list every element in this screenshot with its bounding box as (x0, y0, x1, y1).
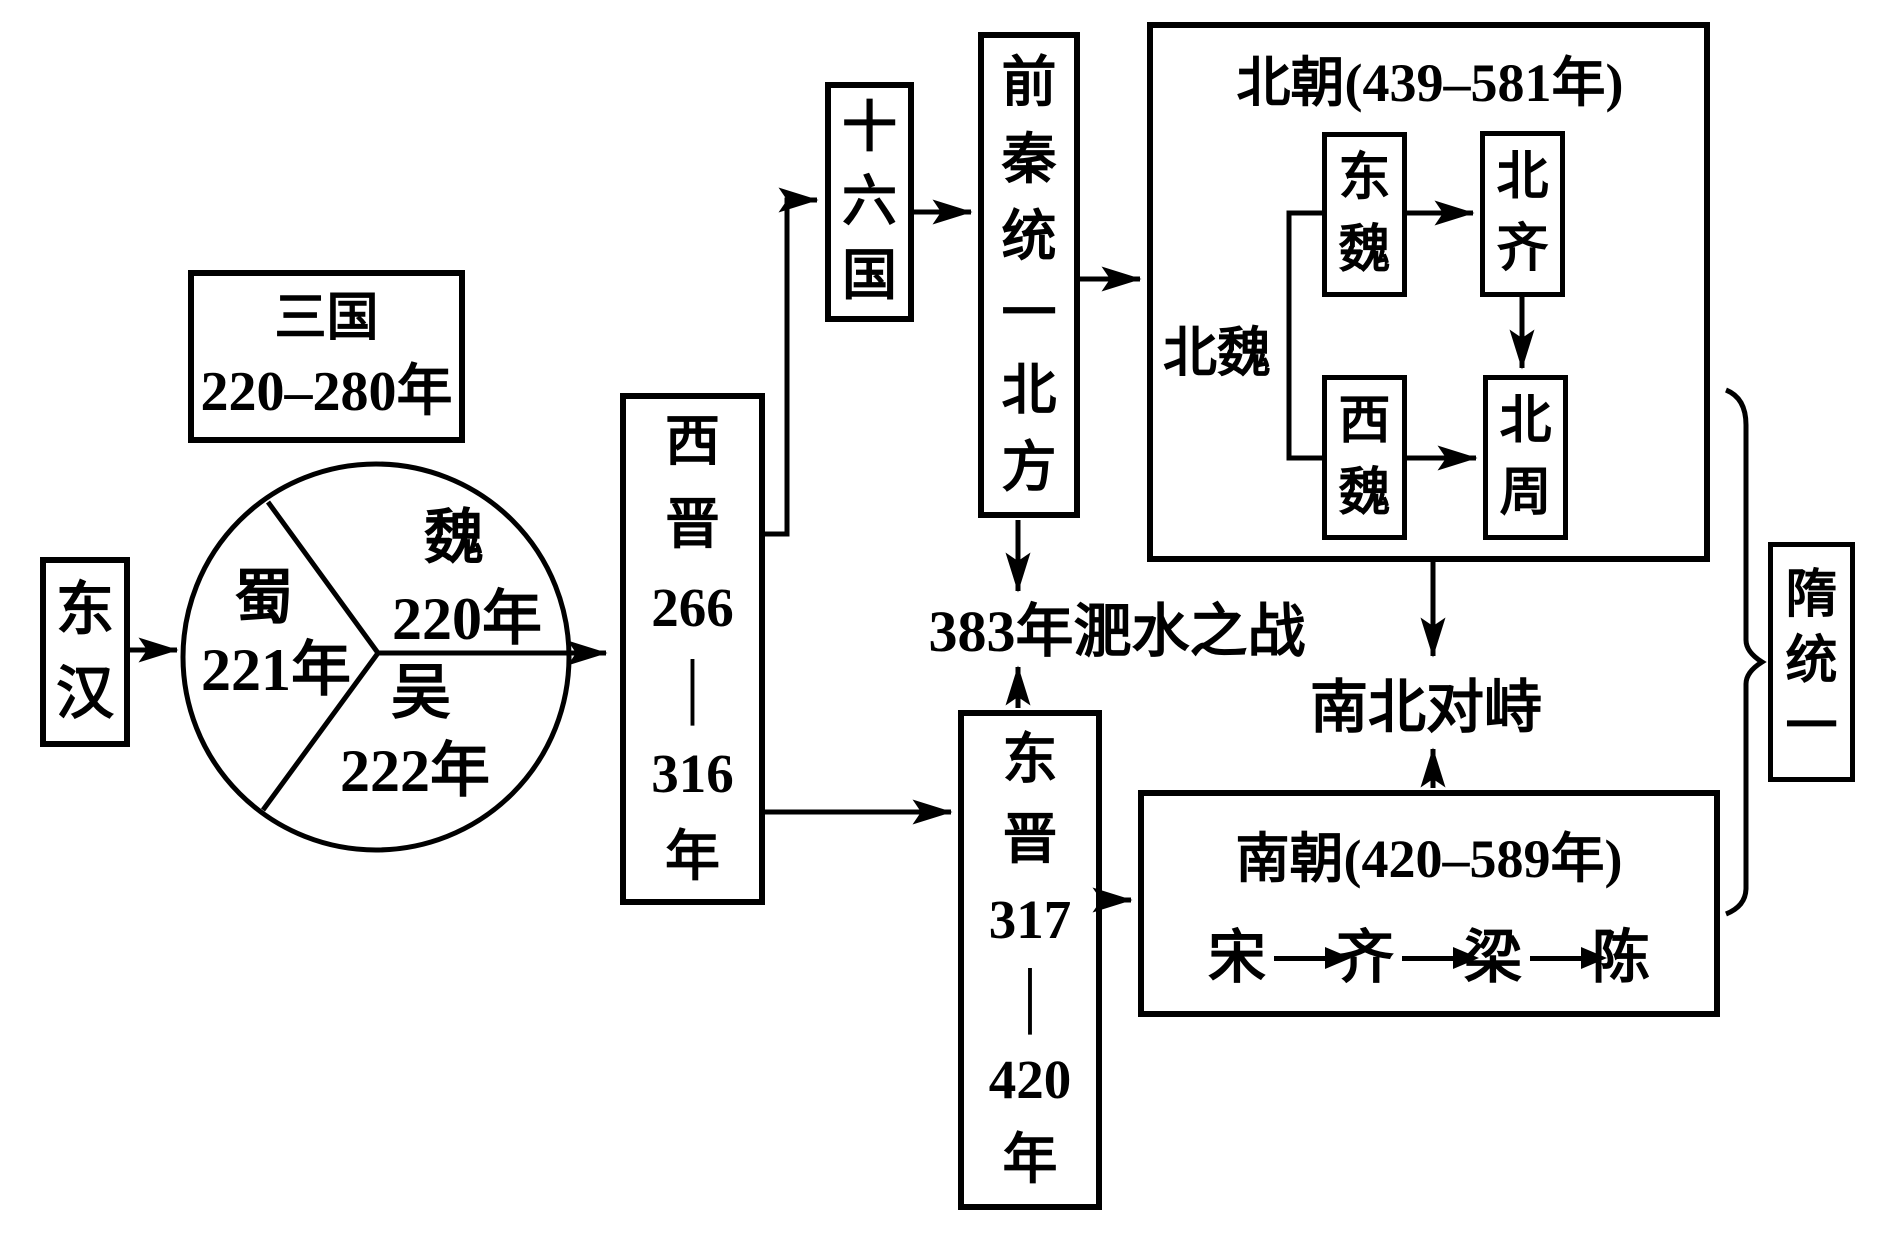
sector-shu-year: 221年 (201, 637, 351, 703)
right-arrow-icon (1402, 947, 1479, 969)
sector-wu-year: 222年 (340, 738, 490, 804)
beiqi-label: 北 齐 (1496, 149, 1549, 278)
nanchao-dynasty-sequence: 宋齐梁陈 (1150, 916, 1708, 1000)
beichao-title: 北朝(439–581年) (1236, 53, 1624, 113)
sector-divider-shu-wu (260, 651, 381, 812)
sector-wei-year: 220年 (392, 586, 542, 652)
xijin-label: 西 晋 266 │ 316 年 (651, 411, 734, 887)
shiliuguo-label: 十 六 国 (841, 97, 897, 306)
box-sui: 隋 统 一 (1768, 542, 1855, 782)
box-shiliuguo: 十 六 国 (825, 82, 914, 322)
box-beiqi: 北 齐 (1480, 131, 1565, 297)
dongjin-label: 东 晋 317 │ 420 年 (988, 729, 1072, 1190)
right-arrow-icon (1530, 947, 1608, 969)
duizhi-label: 南北对峙 (1309, 675, 1542, 740)
sector-shu-name: 蜀 (234, 565, 294, 631)
unification-brace (1724, 387, 1767, 917)
box-nanchao (1138, 790, 1720, 1017)
beizhou-label: 北 周 (1499, 392, 1552, 522)
sui-label: 隋 统 一 (1785, 567, 1838, 756)
nanchao-title: 南朝(420–589年) (1235, 829, 1623, 889)
sector-wu-name: 吴 (391, 660, 451, 726)
sector-divider-shu-wei (265, 500, 381, 655)
box-donghan: 东 汉 (40, 557, 130, 747)
xiwei-label: 西 魏 (1338, 392, 1391, 522)
sector-wei-name: 魏 (424, 505, 484, 571)
sanguo-years: 220–280年 (200, 360, 453, 423)
box-beichao (1147, 22, 1710, 562)
beiwei-label: 北魏 (1163, 323, 1271, 383)
right-arrow-icon (1273, 947, 1351, 969)
box-xijin: 西 晋 266 │ 316 年 (620, 393, 765, 905)
box-dongjin: 东 晋 317 │ 420 年 (958, 710, 1102, 1210)
donghan-label: 东 汉 (55, 577, 114, 726)
qianqin-label: 前 秦 统 一 北 方 (1001, 52, 1057, 498)
dongwei-label: 东 魏 (1338, 149, 1391, 279)
arrow-xijin-to-shiliuguo (765, 187, 819, 537)
box-qianqin: 前 秦 统 一 北 方 (978, 32, 1080, 518)
sanguo-title: 三国 (274, 289, 379, 347)
box-xiwei: 西 魏 (1322, 375, 1407, 540)
box-sanguo: 三国 220–280年 (188, 270, 465, 443)
feishui-battle-label: 383年淝水之战 (928, 599, 1306, 664)
dynasty-label: 宋 (1207, 925, 1266, 990)
box-dongwei: 东 魏 (1322, 132, 1407, 297)
beiwei-split-bracket (1286, 210, 1322, 461)
box-beizhou: 北 周 (1483, 375, 1568, 540)
